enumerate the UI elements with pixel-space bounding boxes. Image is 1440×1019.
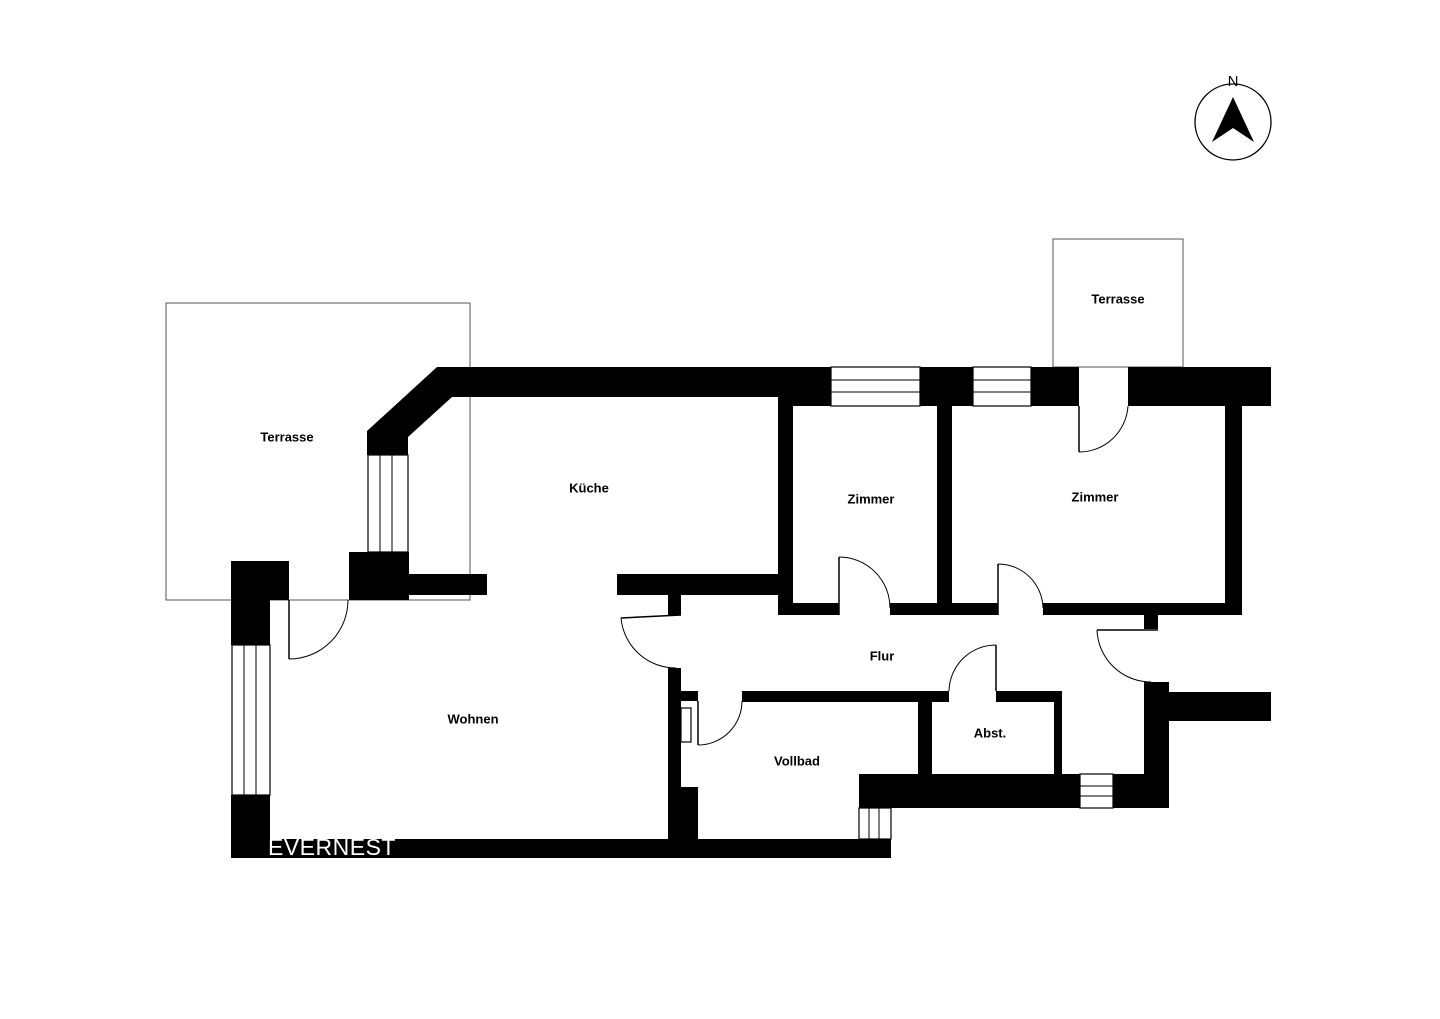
- wall-north-east: [1128, 367, 1271, 406]
- window-zimmer1-north: [830, 366, 921, 407]
- label-zimmer-2: Zimmer: [1072, 489, 1119, 504]
- wall-north-door-left: [1031, 367, 1079, 406]
- label-wohnen: Wohnen: [447, 711, 498, 726]
- window-wohnen-west: [231, 644, 271, 796]
- door-zimmer1: [838, 556, 891, 615]
- label-vollbad: Vollbad: [774, 753, 820, 768]
- north-compass: N: [1194, 73, 1272, 161]
- wall-kitchen-south-east: [617, 574, 793, 595]
- label-abst: Abst.: [974, 725, 1007, 740]
- door-terrace-west: [288, 599, 349, 660]
- evernest-logo: EVERNEST: [268, 834, 396, 860]
- door-terrace-north: [1078, 405, 1129, 453]
- wall-bath-north-b: [742, 691, 949, 702]
- terrace-north-outline: [1052, 238, 1184, 368]
- door-zimmer2: [997, 563, 1044, 615]
- wall-west-corner: [231, 561, 289, 645]
- wall-zimmer1-south-a: [778, 603, 839, 615]
- wall-east-zimmer: [1225, 397, 1242, 615]
- room-labels: Terrasse Terrasse Küche Zimmer Zimmer Wo…: [260, 291, 1144, 768]
- wall-kitchen-stub: [668, 595, 681, 615]
- windows: [231, 366, 1114, 840]
- terrace-west-outline: [165, 302, 471, 601]
- wall-east-stub: [1144, 692, 1271, 721]
- bath-fixture: [680, 707, 692, 743]
- door-entrance: [1096, 629, 1158, 683]
- window-south-east: [1079, 773, 1114, 809]
- doors: [288, 405, 1158, 746]
- wall-zimmer1-south-b: [890, 603, 998, 615]
- door-vollbad: [697, 700, 743, 746]
- label-kueche: Küche: [569, 480, 609, 495]
- label-zimmer-1: Zimmer: [848, 491, 895, 506]
- label-terrasse-west: Terrasse: [260, 429, 313, 444]
- window-zimmer2-north: [972, 366, 1032, 407]
- compass-ring: [1194, 83, 1272, 161]
- door-wohnen: [620, 614, 682, 669]
- window-kitchen-west: [367, 454, 409, 553]
- label-terrasse-north: Terrasse: [1091, 291, 1144, 306]
- door-abst: [948, 644, 997, 692]
- wall-west-pier: [349, 552, 409, 600]
- wall-bath-abst: [918, 702, 932, 775]
- wall-zimmer-zimmer: [937, 397, 952, 615]
- wall-zimmer2-south: [1043, 603, 1242, 615]
- wall-south-east: [859, 774, 1080, 808]
- wall-bath-north-a: [681, 691, 698, 701]
- compass-letter: N: [1228, 73, 1239, 90]
- wall-north-kitchen: [367, 367, 831, 455]
- wall-abst-east: [1054, 702, 1062, 775]
- wall-bath-pier: [681, 787, 698, 858]
- wall-kitchen-zimmer: [778, 397, 793, 615]
- label-flur: Flur: [870, 648, 895, 663]
- wall-wohnen-bath: [668, 668, 681, 858]
- wall-stub-east: [1144, 615, 1158, 629]
- walls: [231, 367, 1271, 858]
- window-bath-south: [858, 807, 892, 840]
- wall-south: [231, 839, 891, 858]
- north-arrow-icon: [1212, 97, 1254, 142]
- wall-kitchen-south-west: [409, 574, 487, 595]
- wall-abst-north: [996, 691, 1062, 702]
